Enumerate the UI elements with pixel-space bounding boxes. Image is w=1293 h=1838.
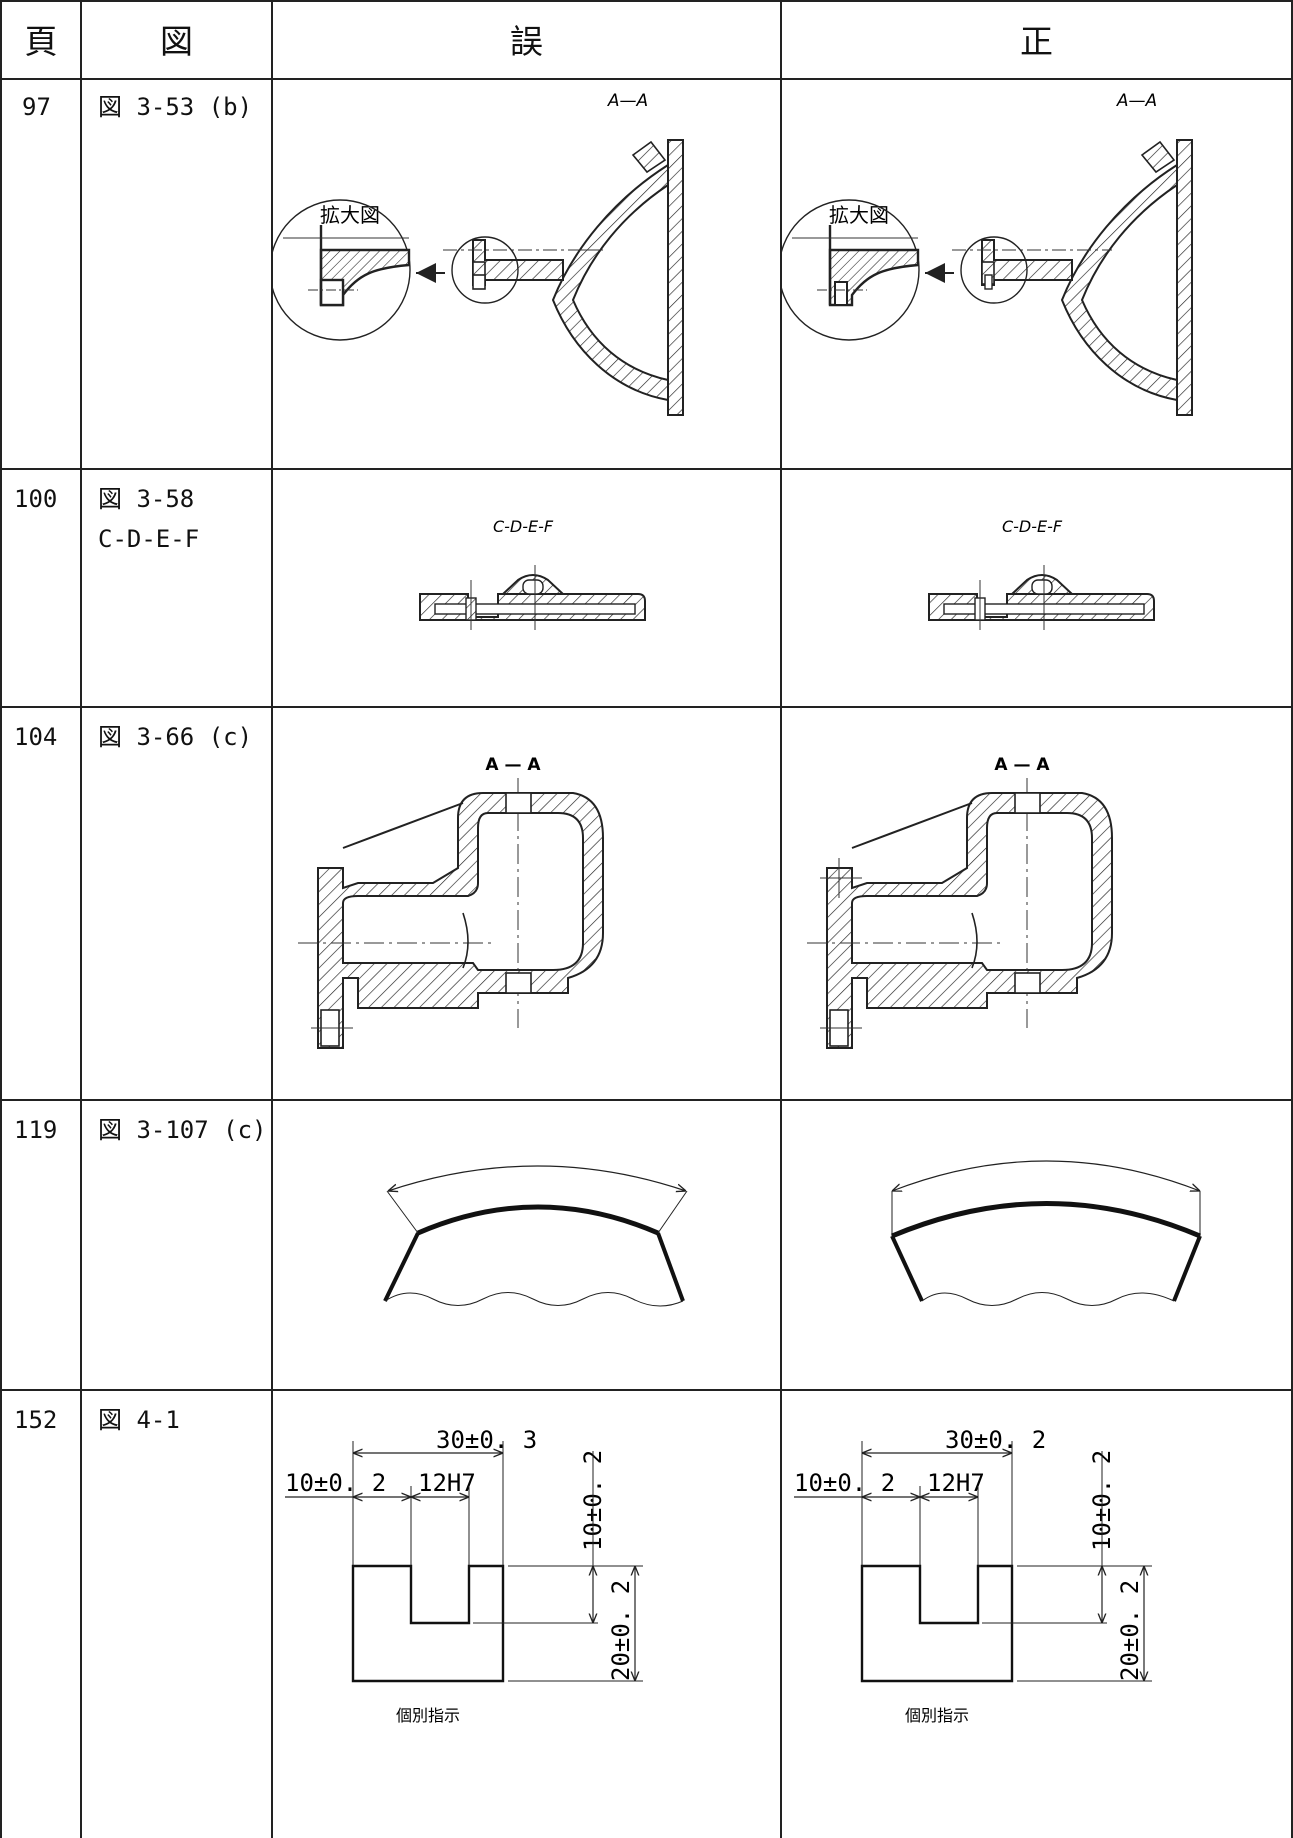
arc-dimension-line bbox=[892, 1160, 1200, 1191]
boss-top bbox=[1140, 140, 1176, 174]
column-divider bbox=[80, 0, 82, 1838]
dim-height: 20±0. 2 bbox=[1116, 1580, 1144, 1681]
side-edge-right bbox=[656, 1232, 685, 1302]
enlarged-bolt-hole bbox=[319, 278, 345, 307]
row5-wrong-drawing: 30±0. 3 10±0. 2 12H7 10±0. 2 20±0. 2 個別指… bbox=[273, 1391, 780, 1838]
row2-wrong-drawing: C-D-E-F bbox=[273, 470, 780, 706]
row4-wrong-drawing bbox=[273, 1101, 780, 1389]
dome-shell bbox=[551, 163, 669, 402]
header-figure: 図 bbox=[160, 22, 193, 61]
dim-left: 10±0. 2 bbox=[285, 1469, 386, 1497]
housing-inner bbox=[851, 812, 1093, 971]
dim-height: 20±0. 2 bbox=[607, 1580, 635, 1681]
housing-inner bbox=[342, 812, 584, 971]
bolt-hole bbox=[472, 274, 486, 290]
row1-correct-drawing: A—A 拡大図 bbox=[782, 80, 1291, 468]
row1-figure: 図 3-53 (b) bbox=[98, 93, 253, 121]
row3-page: 104 bbox=[14, 723, 58, 751]
table-border-top bbox=[0, 0, 1293, 2]
dim-left: 10±0. 2 bbox=[794, 1469, 895, 1497]
arc-dimension-line bbox=[388, 1165, 686, 1191]
row2-figure-line1: 図 3-58 bbox=[98, 485, 195, 513]
extension-line-right bbox=[657, 1190, 688, 1234]
row2-figure-line2: C-D-E-F bbox=[98, 525, 200, 553]
header-correct: 正 bbox=[1020, 22, 1053, 61]
enlarged-view-circle bbox=[273, 199, 411, 341]
section-label: A — A bbox=[485, 755, 541, 775]
row-divider bbox=[0, 1389, 1293, 1391]
header-page: 頁 bbox=[24, 22, 58, 61]
enlarged-bolt-hole bbox=[834, 281, 848, 306]
detail-circle bbox=[451, 236, 519, 304]
row5-correct-drawing: 30±0. 2 10±0. 2 12H7 10±0. 2 20±0. 2 個別指… bbox=[782, 1391, 1291, 1838]
dim-slot: 12H7 bbox=[418, 1469, 476, 1497]
row4-figure: 図 3-107 (c) bbox=[98, 1116, 267, 1144]
row1-wrong-drawing: A—A 拡大図 bbox=[273, 80, 780, 468]
row5-page: 152 bbox=[14, 1406, 58, 1434]
row3-figure: 図 3-66 (c) bbox=[98, 723, 253, 751]
column-divider bbox=[271, 0, 273, 1838]
row4-correct-drawing bbox=[782, 1101, 1291, 1389]
row-divider bbox=[0, 468, 1293, 470]
row3-correct-drawing: A — A bbox=[782, 708, 1291, 1099]
row2-page: 100 bbox=[14, 485, 58, 513]
section-label: C-D-E-F bbox=[1002, 517, 1063, 536]
detail-circle bbox=[960, 236, 1028, 304]
row-divider bbox=[0, 1099, 1293, 1101]
enlarged-wall bbox=[828, 248, 920, 307]
part-outline bbox=[860, 1564, 1014, 1683]
section-label: A — A bbox=[994, 755, 1050, 775]
section-label: C-D-E-F bbox=[493, 517, 554, 536]
column-divider bbox=[780, 0, 782, 1838]
side-edge-left bbox=[383, 1232, 420, 1302]
dim-overall: 30±0. 3 bbox=[436, 1426, 537, 1454]
bolt-hole bbox=[984, 274, 993, 290]
web-line bbox=[851, 802, 973, 849]
section-label: A—A bbox=[607, 91, 648, 111]
row4-page: 119 bbox=[14, 1116, 58, 1144]
enlarged-view-circle bbox=[782, 199, 920, 341]
note-label: 個別指示 bbox=[396, 1706, 460, 1725]
arc-edge bbox=[891, 1201, 1201, 1239]
table-border-right bbox=[1291, 0, 1293, 1838]
arc-edge bbox=[417, 1204, 659, 1236]
table-border-left bbox=[0, 0, 2, 1838]
side-edge-right bbox=[1172, 1235, 1202, 1302]
flange-section bbox=[667, 139, 684, 416]
section-label: A—A bbox=[1116, 91, 1157, 111]
flange-section bbox=[1176, 139, 1193, 416]
nozzle bbox=[472, 239, 564, 286]
nozzle bbox=[981, 239, 1073, 286]
header-wrong: 誤 bbox=[510, 22, 543, 61]
dome-shell bbox=[1060, 163, 1178, 402]
dim-overall: 30±0. 2 bbox=[945, 1426, 1046, 1454]
extension-line-left bbox=[386, 1190, 419, 1234]
row1-page: 97 bbox=[22, 93, 51, 121]
dim-slot: 12H7 bbox=[927, 1469, 985, 1497]
row2-correct-drawing: C-D-E-F bbox=[782, 470, 1291, 706]
boss-top bbox=[631, 140, 667, 174]
part-outline bbox=[351, 1564, 505, 1683]
row-divider bbox=[0, 706, 1293, 708]
note-label: 個別指示 bbox=[905, 1706, 969, 1725]
table-border-header bbox=[0, 78, 1293, 80]
side-edge-left bbox=[890, 1235, 924, 1302]
web-line bbox=[342, 802, 464, 849]
row5-figure: 図 4-1 bbox=[98, 1406, 180, 1434]
row3-wrong-drawing: A — A bbox=[273, 708, 780, 1099]
